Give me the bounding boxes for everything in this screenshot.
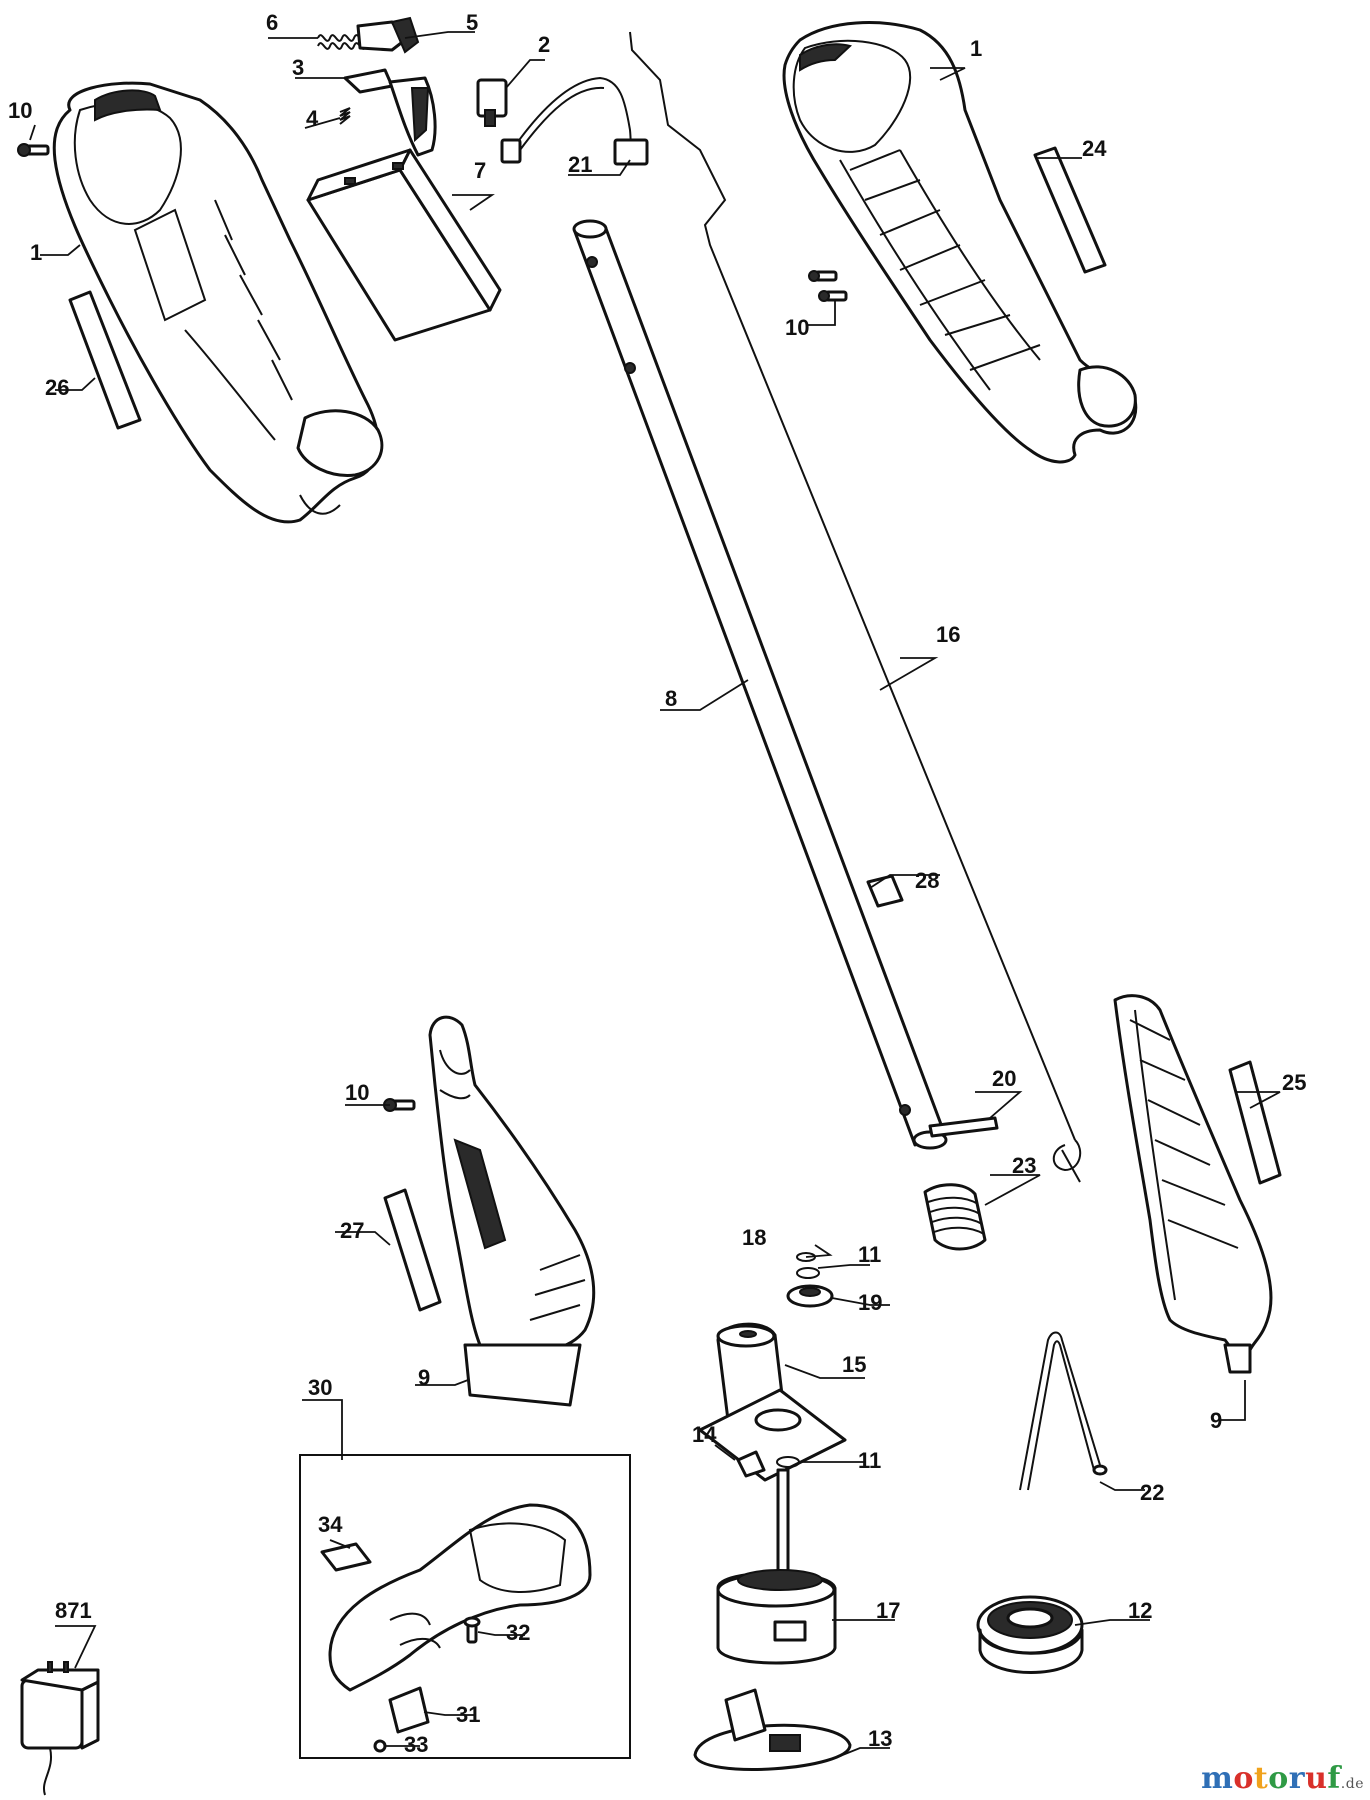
guard-kit-30-part bbox=[328, 1503, 592, 1692]
motor-15-part bbox=[698, 1322, 847, 1482]
lower-housing-9-right-part bbox=[1113, 994, 1273, 1374]
label-27-sticker bbox=[383, 1188, 442, 1312]
callout-20: 20 bbox=[992, 1066, 1016, 1091]
label-25-sticker bbox=[1228, 1060, 1282, 1185]
wiring-harness-21-part bbox=[500, 76, 649, 166]
callout-10-topleft: 10 bbox=[8, 98, 32, 123]
label-34-sticker bbox=[320, 1542, 372, 1572]
callout-15: 15 bbox=[842, 1352, 866, 1377]
callout-19: 19 bbox=[858, 1290, 882, 1315]
label-28-sticker bbox=[866, 874, 904, 908]
callout-22: 22 bbox=[1140, 1480, 1164, 1505]
watermark-letter: t bbox=[1253, 1761, 1269, 1796]
watermark-brand: motoruf bbox=[1201, 1761, 1341, 1796]
callout-30: 30 bbox=[308, 1375, 332, 1400]
callout-34: 34 bbox=[318, 1512, 343, 1537]
watermark-letter: u bbox=[1305, 1761, 1328, 1796]
kit-30-box bbox=[299, 1454, 631, 1759]
callout-1-right: 1 bbox=[970, 36, 982, 61]
callout-12: 12 bbox=[1128, 1598, 1152, 1623]
callout-31: 31 bbox=[456, 1702, 480, 1727]
screw-32-part bbox=[463, 1616, 481, 1644]
callout-21: 21 bbox=[568, 152, 592, 177]
callout-11-top: 11 bbox=[858, 1242, 881, 1267]
callout-18: 18 bbox=[742, 1225, 766, 1250]
callout-13: 13 bbox=[868, 1726, 892, 1751]
screw-10-left-part bbox=[17, 143, 50, 157]
callout-2: 2 bbox=[538, 32, 550, 57]
bearing-19-part bbox=[786, 1284, 834, 1308]
callout-4: 4 bbox=[306, 106, 319, 131]
watermark-letter: o bbox=[1268, 1761, 1289, 1796]
callout-23: 23 bbox=[1012, 1153, 1036, 1178]
callout-9-left: 9 bbox=[418, 1365, 430, 1390]
washer-11-top-part bbox=[796, 1267, 820, 1279]
spool-cap-13-part bbox=[693, 1688, 852, 1771]
edge-guide-wire-22-part bbox=[1019, 1331, 1108, 1491]
callout-5: 5 bbox=[466, 10, 478, 35]
screw-33-part bbox=[373, 1739, 387, 1753]
handle-housing-left-part bbox=[52, 81, 384, 524]
callout-11-bottom: 11 bbox=[858, 1448, 881, 1473]
bracket-31-part bbox=[388, 1686, 430, 1734]
spool-housing-17-part bbox=[716, 1468, 837, 1665]
battery-pack-7-part bbox=[306, 148, 502, 342]
callout-28: 28 bbox=[915, 868, 939, 893]
callout-871: 871 bbox=[55, 1598, 92, 1623]
watermark-letter: o bbox=[1233, 1761, 1254, 1796]
trigger-3-part bbox=[343, 68, 437, 157]
callout-9-right: 9 bbox=[1210, 1408, 1222, 1433]
callout-labels: 6 5 3 4 2 7 21 1 10 1 26 24 10 8 16 28 2… bbox=[8, 10, 1306, 1757]
callout-25: 25 bbox=[1282, 1070, 1306, 1095]
washer-11-bottom-part bbox=[776, 1456, 800, 1468]
lockoff-button-5-part bbox=[356, 16, 420, 54]
callout-10-right: 10 bbox=[785, 315, 809, 340]
callout-3: 3 bbox=[292, 55, 304, 80]
lower-housing-9-left-part bbox=[428, 1015, 596, 1407]
callout-1-left: 1 bbox=[30, 240, 42, 265]
callout-7: 7 bbox=[474, 158, 486, 183]
callout-26: 26 bbox=[45, 375, 69, 400]
callout-24: 24 bbox=[1082, 136, 1107, 161]
watermark-letter: f bbox=[1327, 1761, 1341, 1796]
spring-23-part bbox=[923, 1183, 987, 1251]
leader-lines bbox=[29, 31, 1281, 1759]
watermark-letter: m bbox=[1201, 1761, 1234, 1796]
callout-17: 17 bbox=[876, 1598, 900, 1623]
callout-32: 32 bbox=[506, 1620, 530, 1645]
watermark-suffix: .de bbox=[1340, 1776, 1364, 1792]
switch-clip-14-part bbox=[736, 1450, 766, 1478]
screws-10-right-part bbox=[808, 270, 848, 302]
watermark-logo: motoruf.de bbox=[1201, 1761, 1364, 1796]
spool-12-part bbox=[976, 1595, 1084, 1674]
handle-housing-right-part bbox=[782, 21, 1138, 464]
spring-4-part bbox=[339, 107, 351, 125]
charger-871-part bbox=[20, 1661, 100, 1796]
callout-6: 6 bbox=[266, 10, 278, 35]
wire-rod-16-part bbox=[629, 31, 1082, 1183]
watermark-letter: r bbox=[1288, 1761, 1306, 1796]
pin-20-part bbox=[928, 1116, 999, 1138]
callout-16: 16 bbox=[936, 622, 960, 647]
switch-2-part bbox=[476, 78, 508, 127]
callout-8: 8 bbox=[665, 686, 677, 711]
callout-14: 14 bbox=[692, 1422, 717, 1447]
callout-10-lower: 10 bbox=[345, 1080, 369, 1105]
callout-27: 27 bbox=[340, 1218, 364, 1243]
callout-33: 33 bbox=[404, 1732, 428, 1757]
label-24-sticker bbox=[1033, 146, 1107, 274]
label-26-sticker-shape bbox=[68, 290, 142, 430]
